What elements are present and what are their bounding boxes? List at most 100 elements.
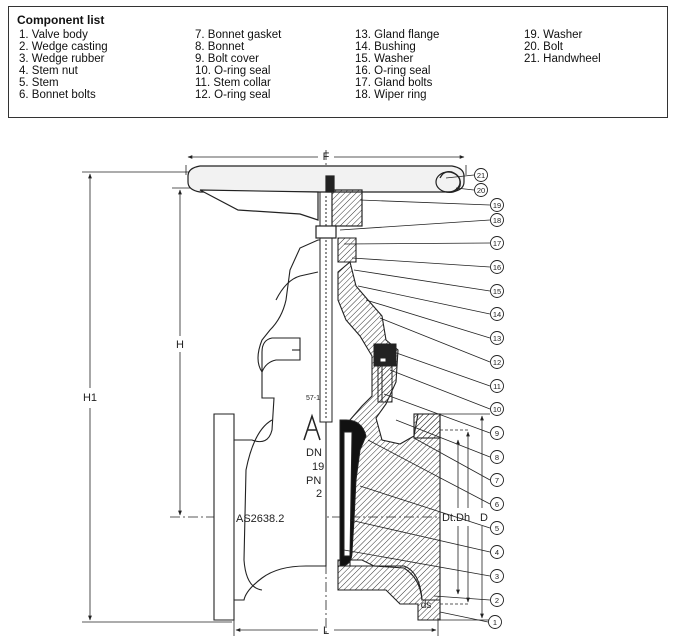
callout-label-16: 16 <box>493 263 501 272</box>
callout-label-1: 1 <box>493 618 497 627</box>
callout-circle-15 <box>490 284 504 298</box>
component-list-column-1: 1. Valve body 2. Wedge casting 3. Wedge … <box>19 29 108 101</box>
callout-circle-10 <box>490 402 504 416</box>
dimension-labels: F H1 H L D Dt.Dh ds <box>83 151 488 637</box>
callout-leader-17 <box>343 242 491 245</box>
callout-leader-21 <box>445 174 475 179</box>
callout-circle-20 <box>474 183 488 197</box>
callout-label-19: 19 <box>493 201 501 210</box>
component-item: 8. Bonnet <box>195 40 245 53</box>
callout-circle-16 <box>490 260 504 274</box>
callout-label-14: 14 <box>493 310 501 319</box>
dimension-h-label: H <box>176 339 184 351</box>
callout-circle-8 <box>490 450 504 464</box>
callout-label-10: 10 <box>493 405 501 414</box>
callout-leader-18 <box>339 219 491 231</box>
callout-leader-12 <box>379 317 491 363</box>
dn-value-marking: 19 <box>312 461 324 473</box>
dimension-d-label: D <box>480 512 488 524</box>
callout-label-21: 21 <box>477 171 485 180</box>
callout-circle-9 <box>490 426 504 440</box>
callout-label-17: 17 <box>493 239 501 248</box>
callout-circle-13 <box>490 331 504 345</box>
body-markings: AS2638.2 57-1 DN 19 PN 2 <box>236 395 324 525</box>
callout-circle-6 <box>490 497 504 511</box>
callout-label-8: 8 <box>495 453 499 462</box>
callout-circle-17 <box>490 236 504 250</box>
size-code-marking: 57-1 <box>306 395 320 402</box>
callout-circle-4 <box>490 545 504 559</box>
callout-leader-6 <box>367 439 491 505</box>
component-item: 20. Bolt <box>524 40 563 53</box>
component-list-column-2: 7. Bonnet gasket 8. Bonnet 9. Bolt cover… <box>195 29 282 101</box>
callout-leader-7 <box>413 437 491 481</box>
callout-leader-4 <box>349 519 491 553</box>
standard-marking: AS2638.2 <box>236 513 284 525</box>
component-item: 1. Valve body <box>19 29 88 41</box>
callout-leader-19 <box>359 199 491 206</box>
callout-label-6: 6 <box>495 500 499 509</box>
pn-value-marking: 2 <box>316 488 322 500</box>
callout-circle-2 <box>490 593 504 607</box>
component-item: 12. O-ring seal <box>195 88 271 101</box>
valve-body-outline <box>213 239 327 621</box>
dimension-f-label: F <box>323 151 330 163</box>
component-item: 19. Washer <box>524 29 583 41</box>
callout-leader-14 <box>357 285 491 315</box>
callout-circle-18 <box>490 213 504 227</box>
callout-leader-1 <box>439 611 489 623</box>
callout-circle-21 <box>474 168 488 182</box>
callout-circle-3 <box>490 569 504 583</box>
callout-label-11: 11 <box>493 382 501 391</box>
component-item: 15. Washer <box>355 52 414 65</box>
component-item: 11. Stem collar <box>195 76 271 89</box>
dimension-ds-label: ds <box>421 600 432 611</box>
callout-label-4: 4 <box>495 548 499 557</box>
component-list-column-3: 13. Gland flange 14. Bushing 15. Washer … <box>355 29 440 101</box>
callout-label-20: 20 <box>477 186 485 195</box>
dimension-l-label: L <box>323 625 329 637</box>
component-item: 16. O-ring seal <box>355 64 431 77</box>
callout-leader-16 <box>351 257 491 268</box>
callout-leader-9 <box>383 393 491 434</box>
callout-leader-5 <box>359 485 491 529</box>
callout-circle-7 <box>490 473 504 487</box>
component-item: 21. Handwheel <box>524 52 601 65</box>
component-item: 4. Stem nut <box>19 64 78 77</box>
component-item: 18. Wiper ring <box>355 88 427 101</box>
component-item: 7. Bonnet gasket <box>195 29 282 41</box>
callout-circle-19 <box>490 198 504 212</box>
callout-label-7: 7 <box>495 476 499 485</box>
callout-circle-5 <box>490 521 504 535</box>
component-item: 17. Gland bolts <box>355 76 433 89</box>
callout-label-5: 5 <box>495 524 499 533</box>
dn-marking: DN <box>306 447 322 459</box>
handwheel <box>187 165 465 239</box>
component-item: 3. Wedge rubber <box>19 52 105 65</box>
component-list-box: Component list 1. Valve body 2. Wedge ca… <box>8 6 668 118</box>
component-item: 6. Bonnet bolts <box>19 88 96 101</box>
callout-label-3: 3 <box>495 572 499 581</box>
brand-logo-icon <box>303 413 321 441</box>
callout-leader-10 <box>389 369 491 410</box>
component-item: 13. Gland flange <box>355 29 440 41</box>
component-list-title: Component list <box>17 13 105 27</box>
callout-label-2: 2 <box>495 596 499 605</box>
component-item: 5. Stem <box>19 76 59 89</box>
callout-leader-11 <box>387 349 491 387</box>
callout-leader-20 <box>455 187 475 191</box>
callout-label-15: 15 <box>493 287 501 296</box>
component-item: 2. Wedge casting <box>19 40 108 53</box>
callout-label-12: 12 <box>493 358 501 367</box>
callout-leader-15 <box>353 269 491 292</box>
callout-leader-13 <box>365 299 491 339</box>
component-item: 14. Bushing <box>355 40 416 53</box>
component-item: 10. O-ring seal <box>195 64 271 77</box>
callout-circle-14 <box>490 307 504 321</box>
component-list-column-4: 19. Washer 20. Bolt 21. Handwheel <box>524 29 601 66</box>
dimension-h1-label: H1 <box>83 392 97 404</box>
component-item: 9. Bolt cover <box>195 52 259 65</box>
callout-leader-8 <box>395 419 491 458</box>
valve-body-section <box>337 237 441 621</box>
